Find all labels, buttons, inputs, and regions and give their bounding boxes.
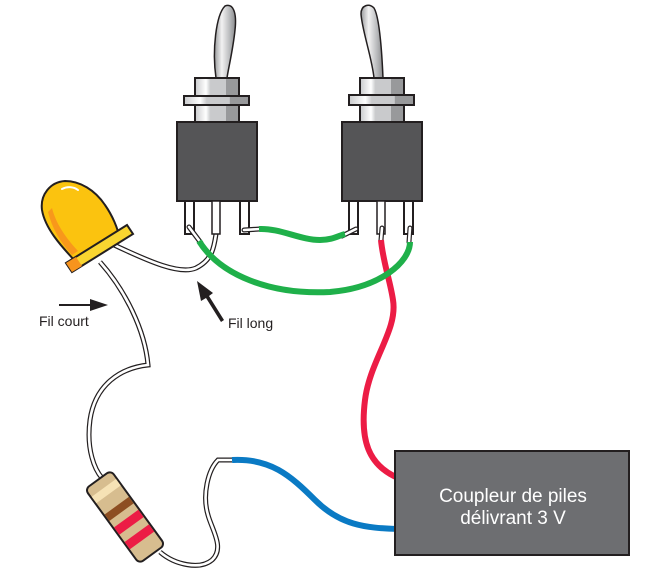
arrow-right-icon — [59, 299, 108, 311]
wire-green-short[interactable] — [258, 225, 346, 244]
resistor-body — [86, 471, 164, 563]
switch-nut — [183, 95, 250, 106]
switch-lever[interactable] — [213, 4, 237, 79]
resistor[interactable] — [85, 470, 165, 563]
stripped-ends — [186, 224, 413, 246]
led[interactable] — [40, 179, 135, 274]
wire-green-long[interactable] — [196, 239, 413, 296]
battery-label-line1: Coupleur de piles — [439, 486, 587, 507]
toggle-switch-right[interactable] — [341, 4, 423, 235]
switch-body — [176, 121, 258, 202]
long-lead-label: Fil long — [228, 315, 273, 331]
battery-pack[interactable]: Coupleur de piles délivrant 3 V — [394, 450, 630, 556]
short-lead-annotation: Fil court — [39, 299, 108, 329]
wire-blue[interactable] — [231, 456, 399, 532]
resistor-band-2 — [104, 496, 134, 521]
switch-nut — [348, 94, 415, 106]
switch-terminal-1[interactable] — [348, 200, 359, 235]
short-lead-label: Fil court — [39, 313, 89, 329]
battery-label-line2: délivrant 3 V — [460, 508, 566, 529]
switch-terminal-1[interactable] — [184, 200, 195, 235]
switch-terminal-2[interactable] — [211, 200, 221, 235]
resistor-band-4 — [124, 524, 155, 550]
resistor-lead — [158, 457, 232, 568]
resistor-band-3 — [114, 509, 144, 535]
arrow-up-left-icon — [197, 281, 224, 322]
led-long-lead — [110, 233, 219, 273]
battery-body — [394, 450, 630, 556]
long-lead-annotation: Fil long — [197, 281, 273, 331]
resistor-band-1 — [91, 479, 121, 504]
switch-body — [341, 121, 423, 202]
toggle-switch-left[interactable] — [176, 4, 258, 235]
switch-lever[interactable] — [360, 4, 384, 79]
switch-terminal-3[interactable] — [239, 200, 250, 235]
led-short-lead — [86, 260, 151, 480]
